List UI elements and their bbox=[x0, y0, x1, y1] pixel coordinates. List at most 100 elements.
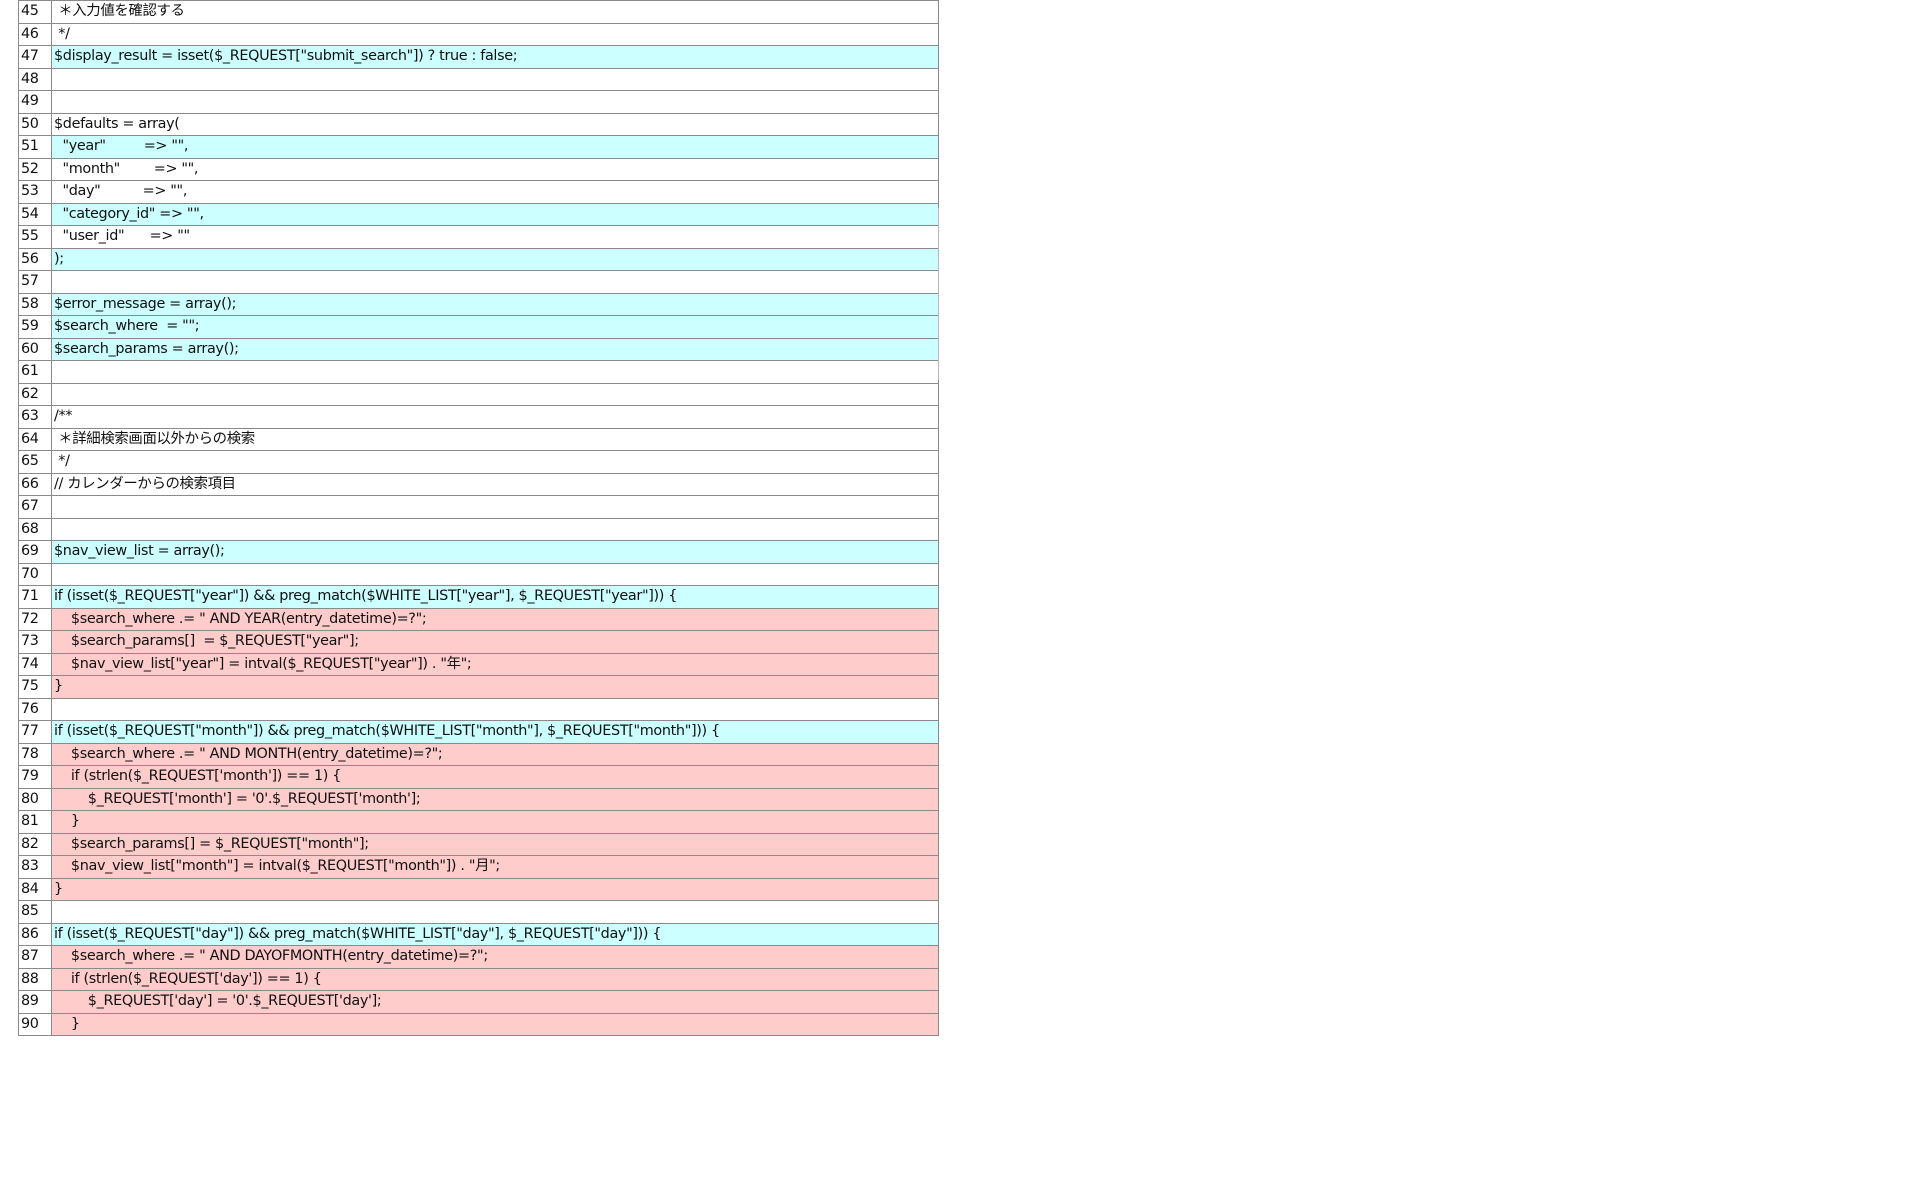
row-number-cell[interactable]: 84 bbox=[18, 877, 52, 901]
code-cell[interactable] bbox=[51, 517, 939, 541]
sheet-row: 59$search_where = ""; bbox=[18, 315, 939, 339]
row-number-cell[interactable]: 87 bbox=[18, 945, 52, 969]
code-cell[interactable]: } bbox=[51, 1012, 939, 1036]
row-number-cell[interactable]: 68 bbox=[18, 517, 52, 541]
row-number-cell[interactable]: 62 bbox=[18, 382, 52, 406]
row-number-cell[interactable]: 60 bbox=[18, 337, 52, 361]
code-cell[interactable] bbox=[51, 562, 939, 586]
code-cell[interactable]: /** bbox=[51, 405, 939, 429]
code-cell[interactable]: $_REQUEST['month'] = '0'.$_REQUEST['mont… bbox=[51, 787, 939, 811]
sheet-row: 84} bbox=[18, 877, 939, 901]
sheet-row: 80 $_REQUEST['month'] = '0'.$_REQUEST['m… bbox=[18, 787, 939, 811]
row-number-cell[interactable]: 78 bbox=[18, 742, 52, 766]
row-number-cell[interactable]: 58 bbox=[18, 292, 52, 316]
code-cell[interactable] bbox=[51, 360, 939, 384]
code-cell[interactable]: $search_where .= " AND DAYOFMONTH(entry_… bbox=[51, 945, 939, 969]
row-number-cell[interactable]: 80 bbox=[18, 787, 52, 811]
row-number-cell[interactable]: 85 bbox=[18, 900, 52, 924]
row-number-cell[interactable]: 66 bbox=[18, 472, 52, 496]
row-number-cell[interactable]: 86 bbox=[18, 922, 52, 946]
code-cell[interactable]: } bbox=[51, 877, 939, 901]
code-cell[interactable]: ＊詳細検索画面以外からの検索 bbox=[51, 427, 939, 451]
row-number-cell[interactable]: 45 bbox=[18, 0, 52, 24]
row-number-cell[interactable]: 64 bbox=[18, 427, 52, 451]
row-number-cell[interactable]: 55 bbox=[18, 225, 52, 249]
code-cell[interactable]: $search_params[] = $_REQUEST["month"]; bbox=[51, 832, 939, 856]
row-number-cell[interactable]: 75 bbox=[18, 675, 52, 699]
row-number-cell[interactable]: 65 bbox=[18, 450, 52, 474]
row-number-cell[interactable]: 72 bbox=[18, 607, 52, 631]
code-cell[interactable]: $display_result = isset($_REQUEST["submi… bbox=[51, 45, 939, 69]
code-cell[interactable] bbox=[51, 382, 939, 406]
row-number-cell[interactable]: 51 bbox=[18, 135, 52, 159]
code-cell[interactable] bbox=[51, 67, 939, 91]
code-cell[interactable]: // カレンダーからの検索項目 bbox=[51, 472, 939, 496]
row-number-cell[interactable]: 59 bbox=[18, 315, 52, 339]
row-number-cell[interactable]: 89 bbox=[18, 990, 52, 1014]
row-number-cell[interactable]: 54 bbox=[18, 202, 52, 226]
code-cell[interactable]: */ bbox=[51, 450, 939, 474]
row-number-cell[interactable]: 74 bbox=[18, 652, 52, 676]
code-cell[interactable]: ＊入力値を確認する bbox=[51, 0, 939, 24]
row-number-cell[interactable]: 88 bbox=[18, 967, 52, 991]
row-number-cell[interactable]: 52 bbox=[18, 157, 52, 181]
sheet-row: 79 if (strlen($_REQUEST['month']) == 1) … bbox=[18, 765, 939, 789]
code-cell[interactable]: $nav_view_list = array(); bbox=[51, 540, 939, 564]
code-cell[interactable]: $error_message = array(); bbox=[51, 292, 939, 316]
code-cell[interactable] bbox=[51, 270, 939, 294]
code-cell[interactable]: } bbox=[51, 675, 939, 699]
code-cell[interactable] bbox=[51, 697, 939, 721]
row-number-cell[interactable]: 76 bbox=[18, 697, 52, 721]
row-number-cell[interactable]: 70 bbox=[18, 562, 52, 586]
code-cell[interactable]: $nav_view_list["year"] = intval($_REQUES… bbox=[51, 652, 939, 676]
code-cell[interactable]: $defaults = array( bbox=[51, 112, 939, 136]
row-number-cell[interactable]: 53 bbox=[18, 180, 52, 204]
code-cell[interactable] bbox=[51, 900, 939, 924]
code-cell[interactable]: $search_where .= " AND YEAR(entry_dateti… bbox=[51, 607, 939, 631]
code-cell[interactable]: "category_id" => "", bbox=[51, 202, 939, 226]
code-cell[interactable]: "user_id" => "" bbox=[51, 225, 939, 249]
row-number-cell[interactable]: 49 bbox=[18, 90, 52, 114]
code-cell[interactable]: $_REQUEST['day'] = '0'.$_REQUEST['day']; bbox=[51, 990, 939, 1014]
sheet-row: 54 "category_id" => "", bbox=[18, 202, 939, 226]
row-number-cell[interactable]: 57 bbox=[18, 270, 52, 294]
code-cell[interactable]: if (strlen($_REQUEST['day']) == 1) { bbox=[51, 967, 939, 991]
row-number-cell[interactable]: 61 bbox=[18, 360, 52, 384]
row-number-cell[interactable]: 79 bbox=[18, 765, 52, 789]
row-number-cell[interactable]: 77 bbox=[18, 720, 52, 744]
row-number-cell[interactable]: 46 bbox=[18, 22, 52, 46]
sheet-row: 90 } bbox=[18, 1012, 939, 1036]
code-cell[interactable]: $nav_view_list["month"] = intval($_REQUE… bbox=[51, 855, 939, 879]
row-number-cell[interactable]: 56 bbox=[18, 247, 52, 271]
code-cell[interactable]: "day" => "", bbox=[51, 180, 939, 204]
code-cell[interactable]: ); bbox=[51, 247, 939, 271]
code-cell[interactable] bbox=[51, 495, 939, 519]
code-cell[interactable]: $search_params[] = $_REQUEST["year"]; bbox=[51, 630, 939, 654]
row-number-cell[interactable]: 82 bbox=[18, 832, 52, 856]
code-cell[interactable]: */ bbox=[51, 22, 939, 46]
code-cell[interactable]: if (isset($_REQUEST["year"]) && preg_mat… bbox=[51, 585, 939, 609]
row-number-cell[interactable]: 81 bbox=[18, 810, 52, 834]
code-cell[interactable]: if (strlen($_REQUEST['month']) == 1) { bbox=[51, 765, 939, 789]
sheet-row: 88 if (strlen($_REQUEST['day']) == 1) { bbox=[18, 967, 939, 991]
code-cell[interactable]: if (isset($_REQUEST["month"]) && preg_ma… bbox=[51, 720, 939, 744]
row-number-cell[interactable]: 63 bbox=[18, 405, 52, 429]
row-number-cell[interactable]: 90 bbox=[18, 1012, 52, 1036]
code-cell[interactable]: if (isset($_REQUEST["day"]) && preg_matc… bbox=[51, 922, 939, 946]
sheet-row: 51 "year" => "", bbox=[18, 135, 939, 159]
code-cell[interactable]: $search_where .= " AND MONTH(entry_datet… bbox=[51, 742, 939, 766]
code-cell[interactable]: "year" => "", bbox=[51, 135, 939, 159]
row-number-cell[interactable]: 67 bbox=[18, 495, 52, 519]
row-number-cell[interactable]: 83 bbox=[18, 855, 52, 879]
code-cell[interactable]: $search_params = array(); bbox=[51, 337, 939, 361]
row-number-cell[interactable]: 47 bbox=[18, 45, 52, 69]
row-number-cell[interactable]: 69 bbox=[18, 540, 52, 564]
row-number-cell[interactable]: 50 bbox=[18, 112, 52, 136]
code-cell[interactable] bbox=[51, 90, 939, 114]
code-cell[interactable]: $search_where = ""; bbox=[51, 315, 939, 339]
row-number-cell[interactable]: 48 bbox=[18, 67, 52, 91]
row-number-cell[interactable]: 73 bbox=[18, 630, 52, 654]
code-cell[interactable]: "month" => "", bbox=[51, 157, 939, 181]
code-cell[interactable]: } bbox=[51, 810, 939, 834]
row-number-cell[interactable]: 71 bbox=[18, 585, 52, 609]
